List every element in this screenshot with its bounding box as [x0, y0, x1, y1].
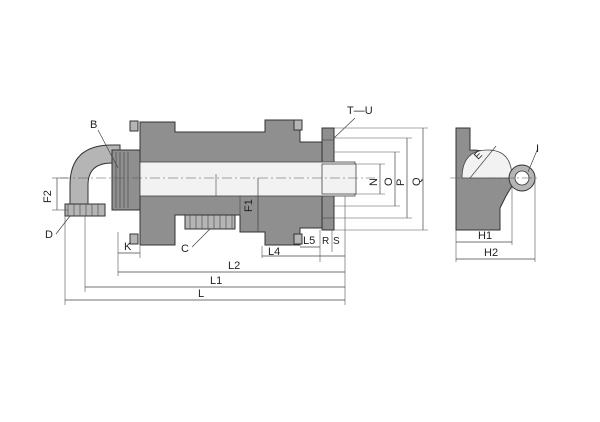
label-P: P	[395, 179, 407, 186]
label-K: K	[124, 241, 132, 253]
dimensions	[52, 117, 428, 305]
end-view-body	[455, 127, 513, 231]
shaft-extension	[321, 163, 357, 195]
end-view-arc	[461, 149, 513, 179]
label-TU: T—U	[347, 105, 373, 117]
bolt-top-right	[293, 119, 303, 131]
leader-D	[55, 215, 71, 235]
label-Q: Q	[411, 177, 423, 186]
label-S: S	[333, 236, 340, 247]
label-D: D	[45, 229, 53, 241]
label-F1: F1	[243, 199, 255, 212]
label-L: L	[198, 288, 204, 300]
elbow-flange	[64, 203, 106, 217]
labels: B C D E F1 F2 H1 H2 I K L L1 L2 L4 L5 R …	[42, 105, 539, 300]
leader-C	[191, 228, 211, 248]
label-I: I	[536, 143, 539, 155]
leader-B	[97, 129, 119, 169]
dim-E	[469, 145, 497, 179]
label-L1: L1	[210, 275, 222, 287]
label-R: R	[322, 236, 329, 247]
bottom-port	[184, 214, 236, 230]
label-B: B	[90, 119, 97, 131]
label-C: C	[181, 243, 189, 255]
bolt-bottom-left	[129, 233, 139, 245]
leader-TU	[333, 117, 356, 139]
inner-bore	[139, 161, 356, 197]
bolt-top-left	[129, 120, 139, 132]
label-F2: F2	[42, 190, 54, 203]
end-view	[450, 127, 540, 262]
label-L2: L2	[228, 260, 240, 272]
label-O: O	[383, 177, 395, 186]
label-N: N	[368, 178, 380, 186]
label-H1: H1	[478, 230, 492, 242]
leader-I	[527, 147, 539, 173]
label-L4: L4	[268, 246, 280, 258]
bolt-bottom-right	[293, 233, 303, 245]
label-L5: L5	[303, 235, 315, 247]
label-H2: H2	[484, 247, 498, 259]
side-view	[60, 119, 375, 246]
